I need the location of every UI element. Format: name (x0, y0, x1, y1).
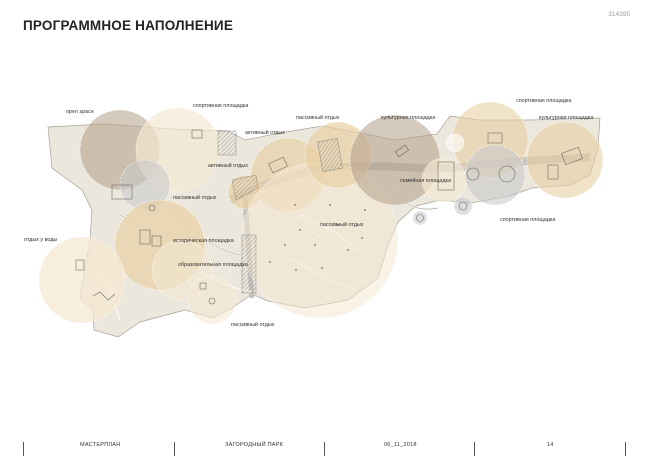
zone-small-1 (445, 133, 465, 153)
building-hatched-3 (317, 138, 343, 172)
label-cultural-1: культурная площадка (381, 115, 436, 121)
label-cultural-2: культурная площадка (539, 115, 594, 121)
label-passive-rest-1: пассивный отдых (296, 115, 340, 121)
footer: МАСТЕРПЛАН ЗАГОРОДНЫЙ ПАРК 06_11_2018 14 (0, 442, 650, 456)
building-hatched-1 (217, 130, 237, 156)
footer-divider (625, 442, 626, 456)
zone-cultural-2 (526, 121, 604, 199)
label-water-rest: отдых у воды (24, 237, 58, 243)
footer-divider (23, 442, 24, 456)
footer-date: 06_11_2018 (384, 442, 417, 448)
page-title: ПРОГРАММНОЕ НАПОЛНЕНИЕ (23, 18, 234, 33)
footer-divider (174, 442, 175, 456)
building-hatched-4 (231, 174, 259, 201)
label-educational: образовательная площадка (178, 262, 248, 268)
label-passive-rest-4: пассивный отдых (231, 322, 275, 328)
structures (75, 129, 583, 305)
label-open-space: open space (66, 109, 94, 115)
building-hatched-2 (241, 234, 257, 294)
label-historical: историческая площадка (173, 238, 234, 244)
label-active-rest-2: активный отдых (208, 163, 249, 169)
page-id: 314395 (608, 11, 630, 18)
zone-passive-center (241, 161, 399, 319)
label-active-rest-1: активный отдых (245, 130, 286, 136)
zone-water (38, 236, 126, 324)
label-passive-rest-2: пассивный отдых (173, 195, 217, 201)
label-passive-rest-3: пассивный отдых (320, 222, 364, 228)
label-sport-1: спортивная площадка (193, 103, 249, 109)
footer-divider (324, 442, 325, 456)
zone-circles (38, 101, 604, 325)
zone-small-3 (453, 196, 473, 216)
footer-park: ЗАГОРОДНЫЙ ПАРК (225, 442, 284, 448)
label-sport-3: спортивная площадка (500, 217, 556, 223)
footer-divider (474, 442, 475, 456)
footer-page-number: 14 (547, 442, 554, 448)
label-sport-2: спортивная площадка (516, 98, 572, 104)
footer-masterplan: МАСТЕРПЛАН (80, 442, 121, 448)
zone-passive-bottom (187, 275, 237, 325)
label-family: семейная площадка (400, 178, 451, 184)
trees (269, 204, 366, 271)
zone-small-2 (412, 210, 428, 226)
zone-sport-3 (464, 144, 526, 206)
